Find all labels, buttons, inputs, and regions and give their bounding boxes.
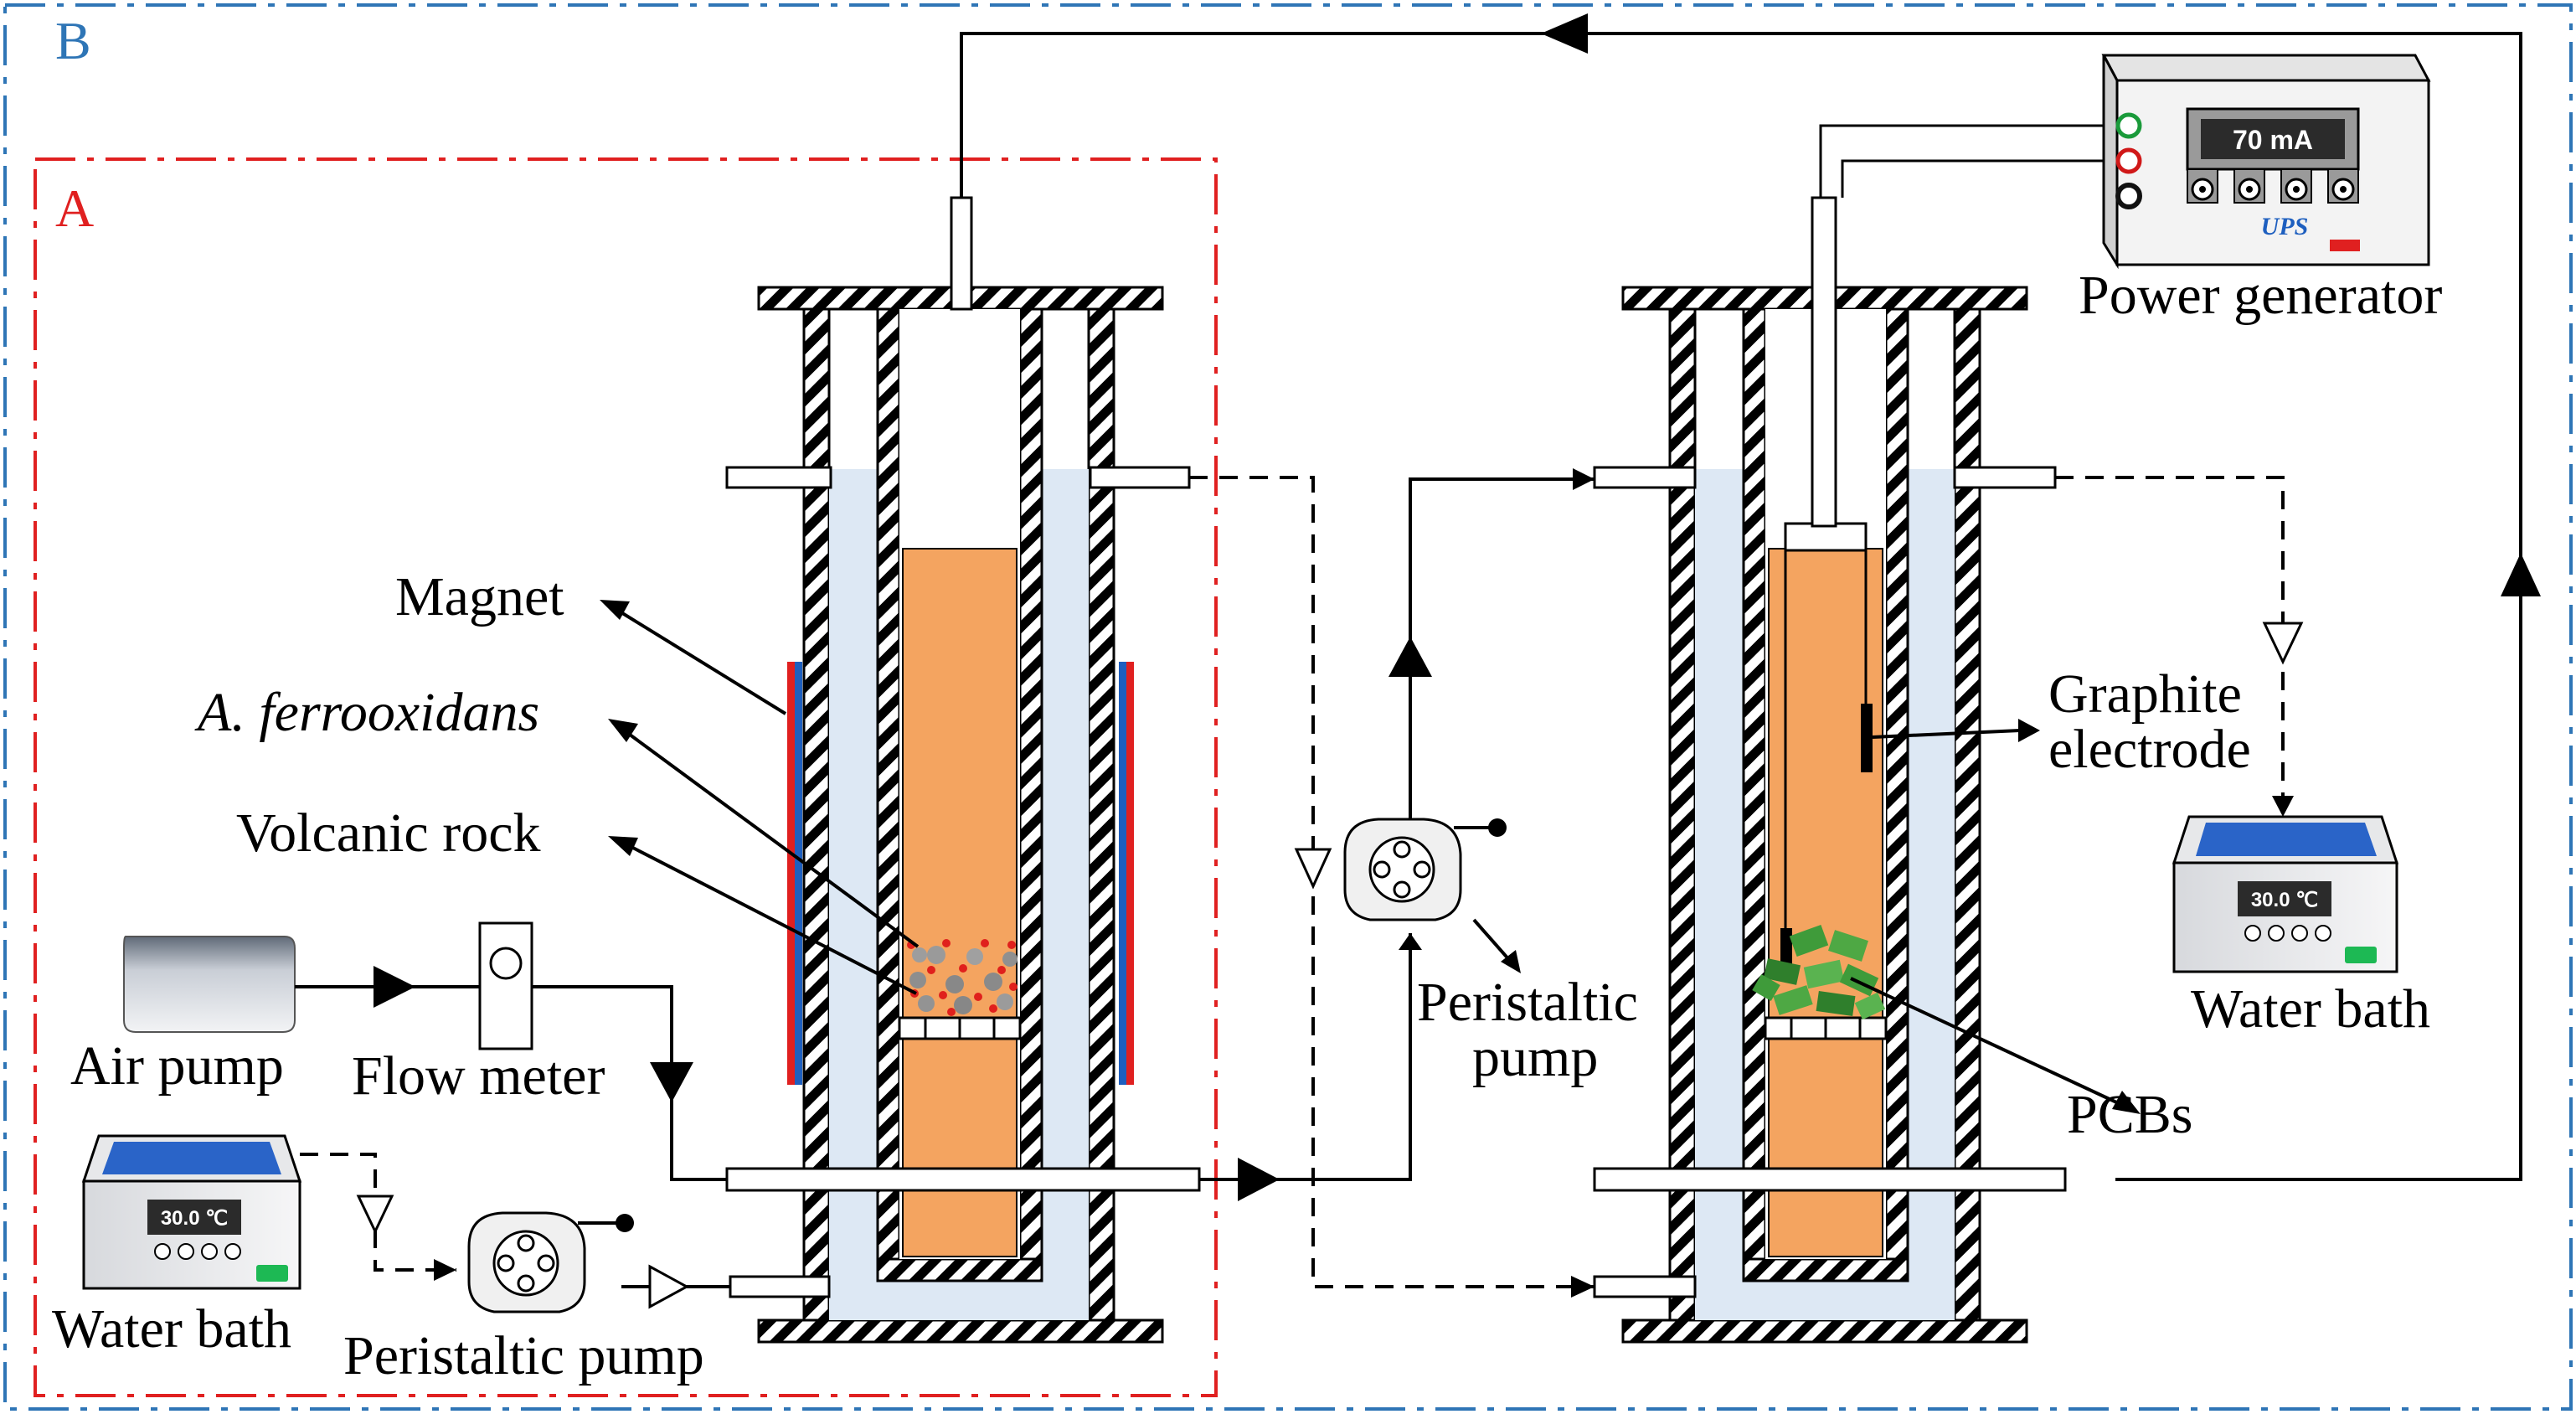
label-magnet: Magnet: [395, 566, 564, 627]
terminal-black: [2115, 183, 2142, 209]
left-reactor-medium-upper: [902, 548, 1018, 1019]
left-reactor-feed-inlet: [725, 1167, 1201, 1192]
label-flow-meter: Flow meter: [352, 1045, 605, 1107]
power-knobs: [2187, 168, 2359, 204]
label-graphite-electrode-1: Graphite: [2048, 663, 2242, 725]
water-bath-right-temp: 30.0 ℃: [2251, 889, 2318, 911]
label-water-bath-left: Water bath: [52, 1298, 291, 1360]
left-magnet: [787, 662, 795, 1085]
peristaltic-pump-left: [467, 1211, 634, 1313]
label-peristaltic-pump-mid-1: Peristaltic: [1417, 972, 1638, 1033]
label-graphite-electrode-2: electrode: [2048, 719, 2251, 780]
power-display-value: 70 mA: [2233, 125, 2313, 155]
water-bath-left-display: [147, 1200, 241, 1235]
terminal-green: [2115, 112, 2142, 139]
flow-arrow-riser: [2501, 553, 2541, 596]
graphite-electrode: [1861, 704, 1873, 772]
right-reactor-water-inlet: [1593, 1275, 1697, 1298]
air-pump: [123, 936, 296, 1033]
water-bath-right-display: [2238, 881, 2331, 916]
electrode-holder-tube: [1811, 196, 1837, 528]
power-wire-red: [1841, 159, 2129, 198]
right-reactor-lower-outlet: [1593, 1167, 2067, 1192]
flow-arrow-top: [1541, 13, 1588, 54]
label-a-ferrooxidans: A. ferrooxidans: [194, 682, 539, 743]
right-reactor-medium-lower: [1768, 1038, 1883, 1257]
right-reactor-bottom-flange: [1621, 1319, 2028, 1344]
pcb-fragments: [1752, 924, 1886, 1020]
power-wire-green: [1819, 124, 2129, 198]
peristaltic-pump-mid: [1343, 818, 1507, 921]
right-water-circ-line: [2055, 476, 2285, 817]
left-reactor-water-inlet: [729, 1275, 831, 1298]
right-reactor: [1593, 196, 2067, 1344]
panel-a-border: [33, 157, 1218, 1397]
label-volcanic-rock: Volcanic rock: [236, 802, 540, 864]
left-reactor-medium-lower: [902, 1038, 1018, 1257]
return-line: [960, 32, 2522, 1181]
label-peristaltic-pump-mid-2: pump: [1472, 1027, 1598, 1088]
a-ferrooxidans-cells: [907, 939, 1018, 1016]
panel-b-label: B: [55, 11, 91, 70]
left-reactor-bottom-flange: [757, 1319, 1164, 1344]
pump-to-reactor-line: [1409, 477, 1595, 876]
label-air-pump: Air pump: [70, 1035, 284, 1097]
left-reactor-upper-port: [725, 466, 832, 489]
effluent-to-pump-line: [1199, 933, 1412, 1181]
left-reactor: [725, 196, 1201, 1344]
electrode-holder-cap: [1784, 522, 1868, 552]
terminal-red: [2115, 147, 2142, 174]
flow-meter: [478, 921, 533, 1050]
water-bath-left-temp: 30.0 ℃: [161, 1207, 228, 1230]
label-pcbs: PCBs: [2067, 1084, 2192, 1145]
water-bath-right: 30.0 ℃: [2172, 815, 2399, 973]
counter-electrode: [1780, 928, 1792, 972]
callout-arrows: [600, 600, 2141, 1114]
power-brand: UPS: [2261, 213, 2309, 240]
volcanic-rock-bed: [909, 946, 1018, 1014]
right-reactor-upper-inlet: [1593, 466, 1697, 489]
label-peristaltic-pump-left: Peristaltic pump: [343, 1325, 704, 1386]
power-display: [2201, 119, 2345, 159]
right-reactor-water-outlet: [1953, 466, 2057, 489]
left-reactor-water-outlet: [1089, 466, 1191, 489]
power-generator: 70 mA UPS: [2101, 54, 2431, 270]
panel-b-border: [3, 3, 2573, 1411]
water-bath-left: 30.0 ℃: [81, 1134, 302, 1290]
panel-a-label: A: [55, 178, 94, 238]
label-power-generator: Power generator: [2079, 265, 2442, 326]
right-magnet: [1119, 662, 1126, 1085]
label-water-bath-right: Water bath: [2191, 978, 2430, 1040]
left-reactor-top-inlet: [950, 196, 973, 311]
